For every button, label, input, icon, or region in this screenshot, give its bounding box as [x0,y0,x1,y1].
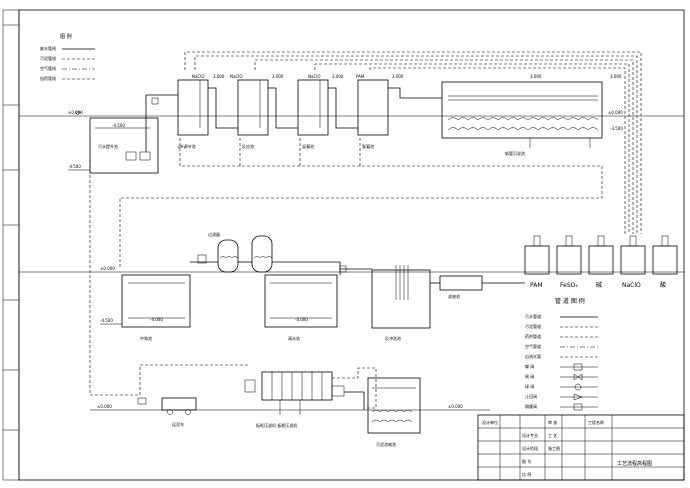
tb-cell: 审 核 [548,419,557,425]
mid-tank-3-name: 反冲洗池 [385,335,401,341]
top-tank-3-label: NaClO [308,74,321,79]
top-tank-2-name: 反应池 [242,143,254,149]
top-tank-1-name: pH调节池 [178,143,196,149]
top-tank-4-level: 3.000 [392,74,404,79]
filters-label: 过滤器 [208,231,220,237]
mid-tank-2: -4.000 清水池 [264,274,338,341]
mid-tank-1-name: 中和池 [140,335,152,341]
top-tank-2-level: 3.000 [272,74,284,79]
tb-cell: 设计专业 [522,432,538,438]
sump-name: 污水提升池 [98,143,118,149]
truck-label: 运泥车 [172,421,184,427]
title-block: 设计单位 审 核 工程名称 设计专业 工 艺 设计阶段 施工图 图 号 比 例 … [477,414,685,481]
filter-press: 板框压滤机 板框压滤机 [244,371,345,428]
mid-tank-4-name: 滤液池 [448,293,460,299]
tb-cell: 图 号 [522,458,531,464]
elev-bottom-top: -4.500 [68,164,81,169]
legend-right-title: 管 道 图 例 [555,297,585,305]
mid-tank-1-low: -4.000 [150,317,163,322]
top-tank-2: NaClO 3.000 反应池 [230,74,284,149]
binding-strip [2,9,20,481]
mid-tank-1: -4.000 中和池 [121,274,191,341]
sludge-thickener: 污泥浓缩池 [367,377,421,447]
tb-cell: 施工图 [548,445,560,451]
top-tank-4: PAM 3.000 絮凝池 [356,74,404,149]
tb-cell: 设计阶段 [522,445,538,451]
sump-tank: -4.500 污水提升池 [89,94,178,174]
legend-top-item: 废水管线 [40,45,56,51]
dosing-lines [184,51,642,234]
legend-right-item: 药剂管道 [525,333,541,339]
top-tank-3-level: 3.000 [332,74,344,79]
top-tank-3: NaClO 3.000 混凝池 [297,74,344,149]
sed-name: 斜管沉淀池 [505,150,525,156]
tb-cell: 工 艺 [548,433,557,438]
elev-ground-low: ±0.000 [97,404,112,409]
legend-top-item: 污泥管线 [40,55,56,61]
tb-cell: 设计单位 [482,419,498,425]
legend-top-title: 图 例 [60,33,72,40]
elevation-markers: ±0.000 -4.500 ±0.000 -4.500 ±0.000 ±0.00… [68,74,623,409]
legend-right-item: 自流水管 [525,353,541,359]
legend-top: 图 例 废水管线 污泥管线 空气管线 加药管线 [40,33,95,81]
top-tank-1-level: 3.000 [213,74,225,79]
top-tank-3-name: 混凝池 [302,143,314,149]
filters: 过滤器 [190,231,347,275]
sump-level: -4.500 [112,123,125,128]
mid-tank-3: 反冲洗池 [371,265,431,341]
legend-right: 管 道 图 例 污水管道 污泥管道 药剂管道 空气管道 自流水管 蝶 阀 闸 阀… [525,297,598,411]
sedimentation-tank: 斜管沉淀池 3.000 [441,74,603,156]
top-tank-4-name: 絮凝池 [362,143,374,149]
dosing-label-acid: 酸 [660,281,666,289]
legend-right-item: 球 阀 [525,383,534,389]
sludge-truck: 运泥车 [161,397,197,427]
dosing-label-naclo: NaClO [622,282,641,289]
drawing-border [18,9,685,481]
legend-top-item: 空气管线 [40,65,56,71]
dosing-label-base: 碱 [596,282,602,289]
elev-tank-bottom: -3.500 [610,126,623,131]
legend-right-item: 止回阀 [525,393,537,399]
top-tank-2-label: NaClO [230,74,243,79]
title-block-title: 工艺流程高程图 [617,460,652,467]
legend-right-item: 隔膜阀 [525,403,537,409]
legend-top-item: 加药管线 [40,75,56,81]
tb-cell: 工程名称 [588,419,604,425]
dosing-label-feso4: FeSO₄ [560,282,578,289]
press-label: 板框压滤机 板框压滤机 [256,422,297,428]
top-tank-1-label: NaClO [192,74,205,79]
mid-tank-4: 滤液池 [439,275,483,299]
elev-ground-mid: ±0.000 [100,266,115,271]
legend-right-item: 污水管道 [525,313,541,319]
elev-top-level: 3.000 [610,74,622,79]
tb-cell: 比 例 [522,471,531,477]
legend-right-item: 空气管道 [525,343,541,349]
top-tank-4-label: PAM [356,74,365,79]
elev-ground-right: ±0.000 [608,110,623,115]
top-tank-1: NaClO 3.000 pH调节池 [177,74,225,149]
elev-ground-low-right: ±0.000 [448,404,463,409]
elev-bottom-mid: -4.500 [100,318,113,323]
dosing-tanks: PAM FeSO₄ 碱 NaClO 酸 [524,235,678,289]
legend-right-item: 闸 阀 [525,373,534,379]
legend-right-item: 污泥管道 [525,323,541,329]
sludge-tank-name: 污泥浓缩池 [376,441,396,447]
legend-right-item: 蝶 阀 [525,363,534,369]
drain-line [119,138,603,268]
sed-level: 3.000 [530,74,542,79]
dosing-label-pam: PAM [530,282,543,289]
mid-tank-2-low: -4.000 [295,317,308,322]
mid-tank-2-name: 清水池 [288,335,300,341]
